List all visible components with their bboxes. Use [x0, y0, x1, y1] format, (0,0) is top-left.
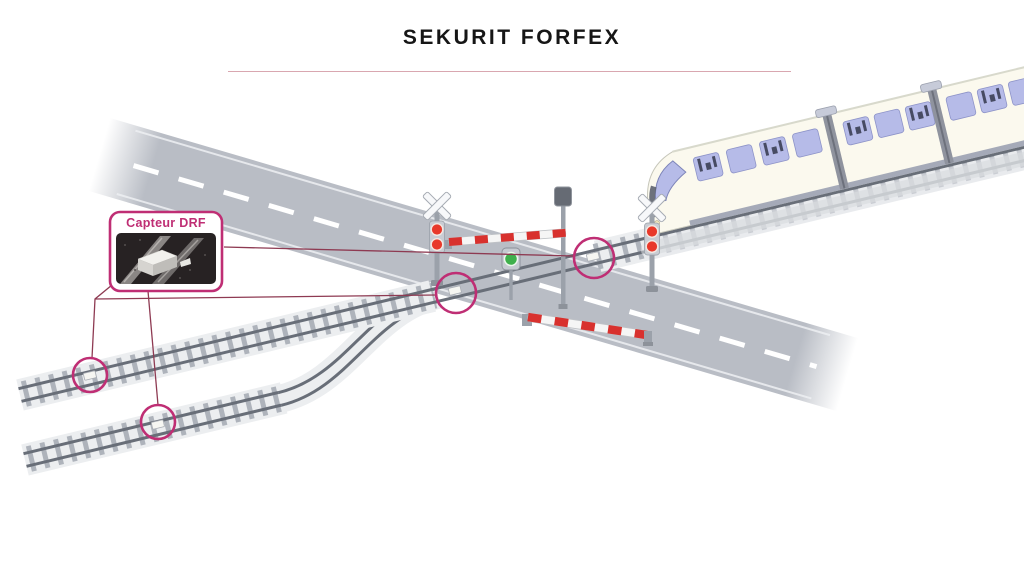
signal-pole	[554, 186, 572, 309]
sensor-device-4	[586, 251, 600, 262]
green-signal	[501, 247, 521, 300]
connector-line-2	[91, 284, 113, 359]
sensor-marker-1	[71, 356, 109, 394]
train	[640, 63, 1024, 260]
crossing-signal-left	[422, 191, 452, 286]
barrier-left-post	[445, 240, 452, 249]
sensor-device-1	[83, 370, 97, 381]
callout-box: Capteur DRF	[108, 210, 224, 293]
barrier-lower-pedestal	[643, 331, 653, 346]
barrier-right-post	[522, 314, 532, 326]
red-light-icon	[430, 222, 444, 236]
sensor-marker-2	[139, 403, 177, 441]
red-light-icon	[645, 224, 659, 238]
crossbuck-icon	[422, 191, 452, 221]
sensor-device-2	[151, 419, 165, 430]
header: SEKURIT FORFEX	[0, 0, 1024, 50]
crossbuck-icon	[637, 193, 667, 223]
train-shadow-inner	[648, 143, 1024, 255]
car-joints	[815, 80, 954, 190]
photo-sensor-side	[153, 256, 177, 276]
sign-back-icon	[554, 186, 572, 207]
road-center-dashed-line	[132, 163, 818, 370]
red-light-icon	[430, 237, 444, 251]
callout-label: Capteur DRF	[126, 216, 206, 230]
green-light-icon	[503, 251, 519, 267]
title-divider	[228, 71, 791, 72]
page-title: SEKURIT FORFEX	[402, 26, 622, 49]
sensor-marker-4	[572, 236, 616, 280]
crossing-signal-right	[637, 193, 667, 292]
connector-line-3	[94, 294, 437, 300]
photo-sensor-front	[138, 259, 153, 276]
connector-line-4	[147, 290, 159, 406]
train-skirt	[689, 133, 1024, 227]
callout-photo	[116, 233, 216, 284]
road-edge-line-top	[135, 129, 831, 337]
red-light-icon	[645, 239, 659, 253]
sensor-device-3	[448, 285, 462, 296]
sensor-marker-3	[434, 271, 478, 315]
window-reflections	[697, 87, 1002, 172]
barrier-upper	[448, 228, 567, 247]
train-roof-line	[672, 63, 1024, 153]
train-windshield	[654, 160, 687, 202]
connector-line-1	[223, 246, 575, 257]
